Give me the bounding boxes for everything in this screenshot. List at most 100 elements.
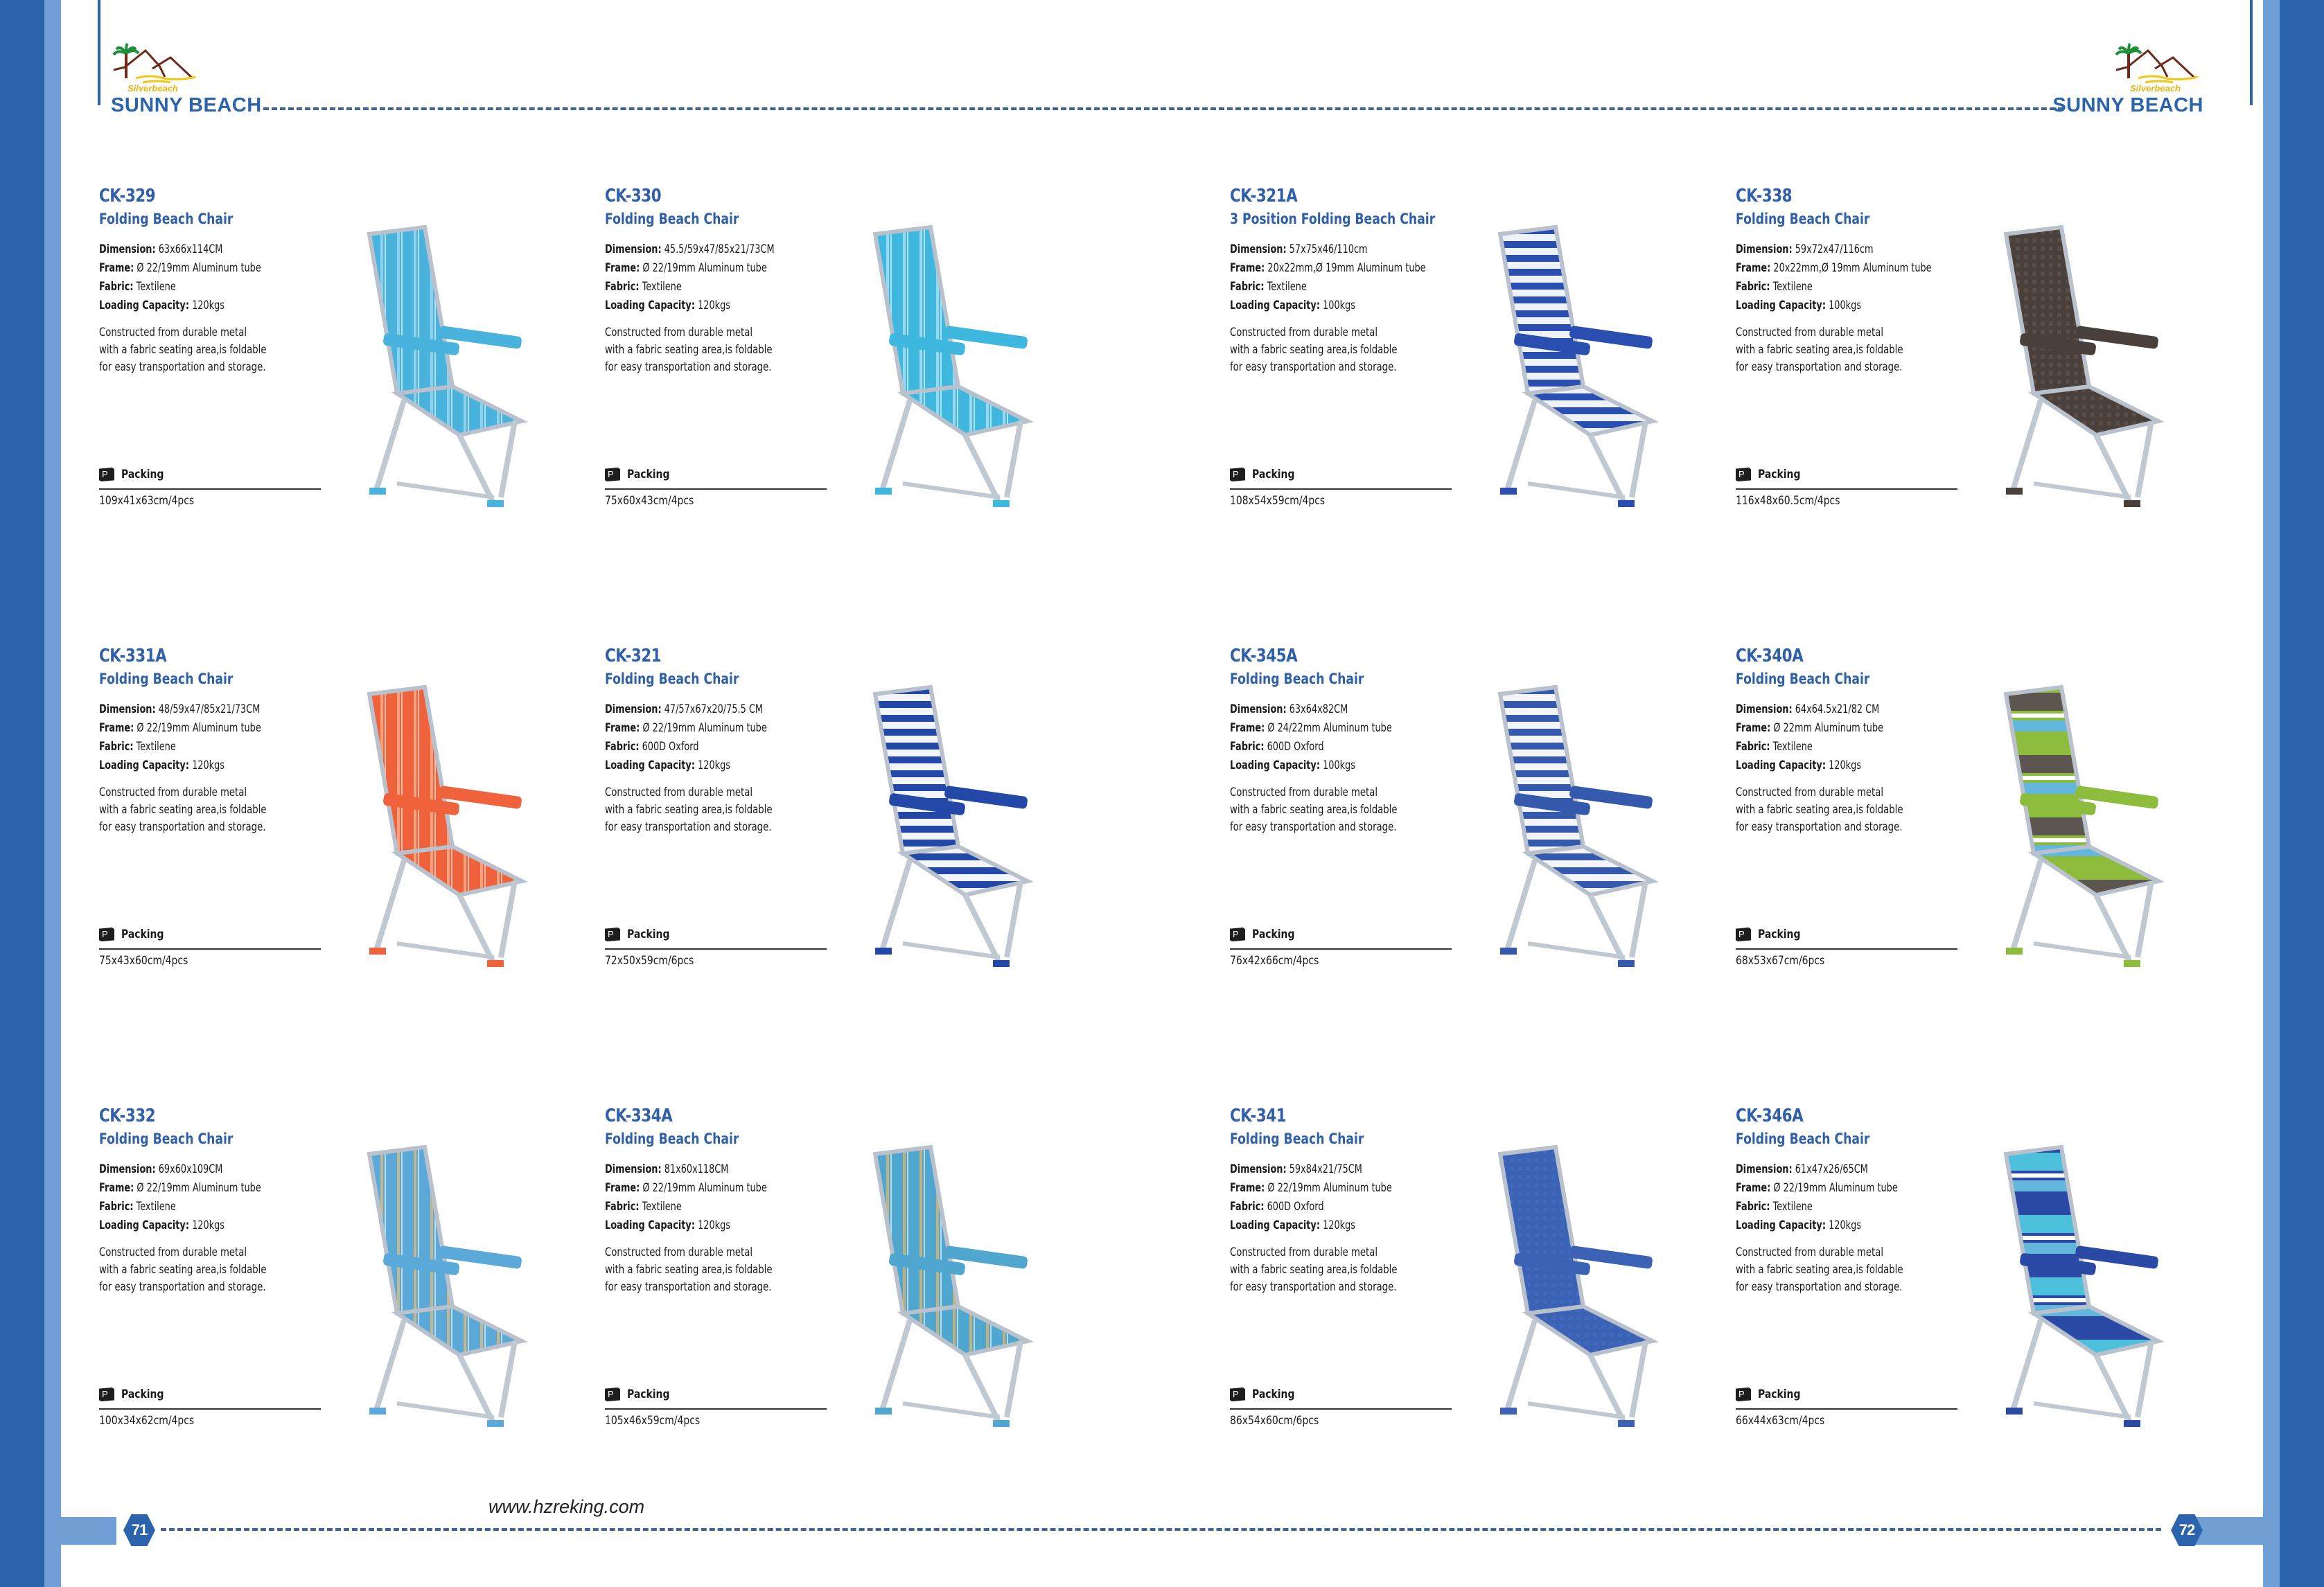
product-card-ck-334a: CK-334A Folding Beach Chair Dimension: 8… <box>605 1106 1090 1493</box>
product-title: Folding Beach Chair <box>99 1131 234 1147</box>
product-code: CK-341 <box>1230 1106 1287 1126</box>
packing-value: 86x54x60cm/6pcs <box>1230 1414 1319 1428</box>
packing-box-icon: P <box>1230 1387 1245 1401</box>
svg-text:Silverbeach: Silverbeach <box>2130 83 2181 94</box>
product-specs: Dimension: 63x64x82CM Frame: Ø 24/22mm A… <box>1230 700 1392 774</box>
spec-fabric: Fabric: Textilene <box>1230 280 1307 293</box>
packing-label: Packing <box>1252 1387 1295 1401</box>
website-link[interactable]: www.hzreking.com <box>488 1496 645 1517</box>
left-edge-band <box>0 0 44 1587</box>
spec-dimension: Dimension: 59x72x47/116cm <box>1736 242 1874 256</box>
packing-divider <box>1736 488 1957 490</box>
packing-header: P Packing <box>1736 468 1810 481</box>
packing-value: 109x41x63cm/4pcs <box>99 494 195 508</box>
packing-label: Packing <box>627 928 670 941</box>
packing-label: Packing <box>1252 928 1295 941</box>
packing-box-icon: P <box>1736 928 1751 941</box>
packing-divider <box>99 948 321 950</box>
packing-header: P Packing <box>99 928 173 941</box>
packing-box-icon: P <box>99 468 114 481</box>
packing-divider <box>1230 948 1452 950</box>
packing-box-icon: P <box>1736 468 1751 481</box>
product-code: CK-334A <box>605 1106 673 1126</box>
packing-value: 66x44x63cm/4pcs <box>1736 1414 1825 1428</box>
spec-capacity: Loading Capacity: 100kgs <box>1736 299 1861 312</box>
beach-chair-image <box>367 684 528 967</box>
packing-label: Packing <box>627 468 670 481</box>
beach-chair-image <box>367 1144 528 1427</box>
packing-box-icon: P <box>605 468 620 481</box>
packing-box-icon: P <box>1230 928 1245 941</box>
packing-value: 72x50x59cm/6pcs <box>605 954 694 968</box>
product-title: Folding Beach Chair <box>605 211 739 227</box>
packing-divider <box>605 948 827 950</box>
spec-dimension: Dimension: 45.5/59x47/85x21/73CM <box>605 242 775 256</box>
product-code: CK-346A <box>1736 1106 1804 1126</box>
beach-chair-image <box>1497 684 1659 967</box>
page-number-right: 72 <box>2171 1514 2203 1546</box>
packing-divider <box>99 1408 321 1410</box>
product-card-ck-341: CK-341 Folding Beach Chair Dimension: 59… <box>1230 1106 1715 1493</box>
product-card-ck-338: CK-338 Folding Beach Chair Dimension: 59… <box>1736 186 2221 574</box>
packing-header: P Packing <box>1230 928 1304 941</box>
beach-chair-image <box>872 224 1034 507</box>
product-specs: Dimension: 48/59x47/85x21/73CM Frame: Ø … <box>99 700 261 774</box>
spec-fabric: Fabric: Textilene <box>99 280 176 293</box>
product-code: CK-321 <box>605 646 662 666</box>
packing-label: Packing <box>121 1387 164 1401</box>
spec-frame: Frame: Ø 22/19mm Aluminum tube <box>605 1181 767 1194</box>
silverbeach-logo-icon: Silverbeach <box>2115 42 2199 94</box>
spec-frame: Frame: Ø 22/19mm Aluminum tube <box>605 261 767 274</box>
packing-header: P Packing <box>1736 928 1810 941</box>
spec-capacity: Loading Capacity: 120kgs <box>605 1218 730 1232</box>
spec-fabric: Fabric: 600D Oxford <box>1230 740 1324 753</box>
beach-chair-image <box>367 224 528 507</box>
product-code: CK-345A <box>1230 646 1298 666</box>
product-specs: Dimension: 45.5/59x47/85x21/73CM Frame: … <box>605 240 775 314</box>
packing-header: P Packing <box>605 928 679 941</box>
spec-capacity: Loading Capacity: 100kgs <box>1230 759 1355 772</box>
spec-dimension: Dimension: 59x84x21/75CM <box>1230 1162 1362 1176</box>
left-edge-band-light <box>44 0 61 1587</box>
product-card-ck-331a: CK-331A Folding Beach Chair Dimension: 4… <box>99 646 584 1034</box>
packing-divider <box>1736 1408 1957 1410</box>
header-dashed-divider <box>263 107 2063 110</box>
beach-chair-image <box>1497 224 1659 507</box>
spec-frame: Frame: Ø 22/19mm Aluminum tube <box>99 261 261 274</box>
product-code: CK-329 <box>99 186 156 206</box>
packing-box-icon: P <box>1230 468 1245 481</box>
packing-label: Packing <box>1252 468 1295 481</box>
spec-fabric: Fabric: Textilene <box>99 1200 176 1213</box>
product-specs: Dimension: 69x60x109CM Frame: Ø 22/19mm … <box>99 1160 261 1234</box>
spec-capacity: Loading Capacity: 120kgs <box>605 759 730 772</box>
spec-frame: Frame: Ø 22mm Aluminum tube <box>1736 721 1884 734</box>
packing-box-icon: P <box>1736 1387 1751 1401</box>
product-title: Folding Beach Chair <box>1736 211 1870 227</box>
product-title: Folding Beach Chair <box>1230 1131 1364 1147</box>
beach-chair-image <box>2003 1144 2165 1427</box>
spec-dimension: Dimension: 69x60x109CM <box>99 1162 223 1176</box>
product-specs: Dimension: 59x72x47/116cm Frame: 20x22mm… <box>1736 240 1932 314</box>
spec-frame: Frame: Ø 22/19mm Aluminum tube <box>99 1181 261 1194</box>
spec-dimension: Dimension: 63x66x114CM <box>99 242 223 256</box>
product-card-ck-329: CK-329 Folding Beach Chair Dimension: 63… <box>99 186 584 574</box>
packing-header: P Packing <box>1736 1387 1810 1401</box>
spec-dimension: Dimension: 64x64.5x21/82 CM <box>1736 702 1880 716</box>
spec-capacity: Loading Capacity: 120kgs <box>1736 759 1861 772</box>
packing-divider <box>605 488 827 490</box>
spec-dimension: Dimension: 61x47x26/65CM <box>1736 1162 1868 1176</box>
packing-label: Packing <box>121 468 164 481</box>
product-card-ck-321a: CK-321A 3 Position Folding Beach Chair D… <box>1230 186 1715 574</box>
packing-box-icon: P <box>99 928 114 941</box>
packing-header: P Packing <box>605 1387 679 1401</box>
product-card-ck-346a: CK-346A Folding Beach Chair Dimension: 6… <box>1736 1106 2221 1493</box>
product-card-ck-332: CK-332 Folding Beach Chair Dimension: 69… <box>99 1106 584 1493</box>
product-title: 3 Position Folding Beach Chair <box>1230 211 1436 227</box>
